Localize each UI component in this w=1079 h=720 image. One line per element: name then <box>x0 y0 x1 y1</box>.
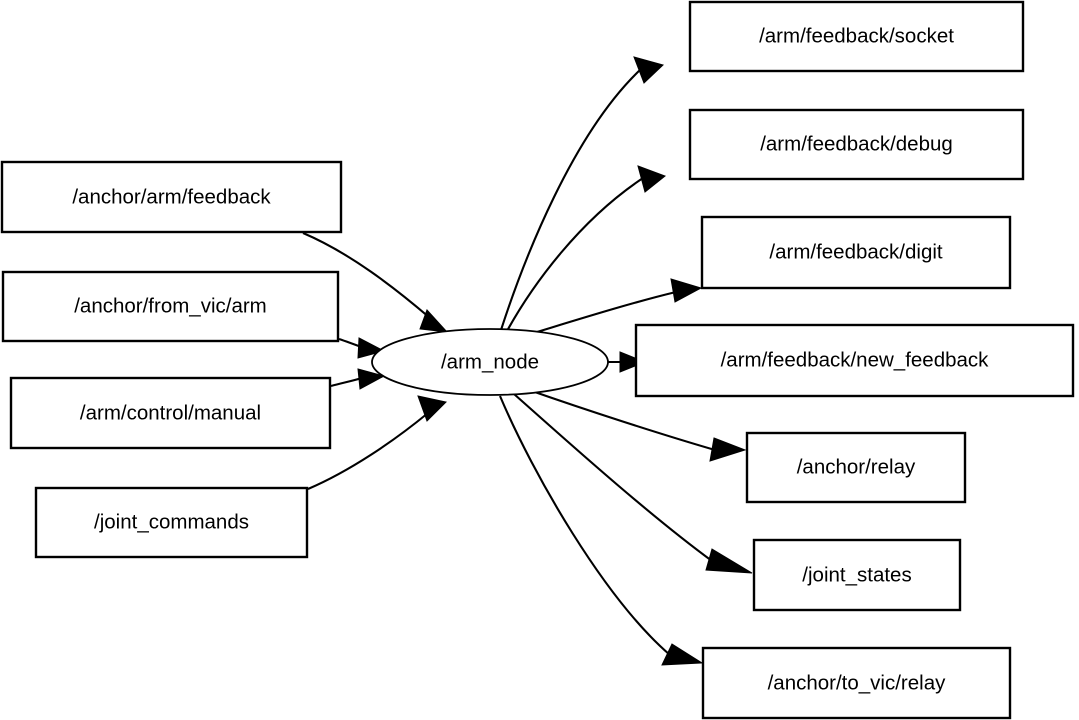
node-ellipse-shape[interactable] <box>371 328 609 396</box>
arrow-head-icon <box>705 548 753 574</box>
topic-box-anchor-arm-feedback[interactable]: /anchor/arm/feedback <box>0 160 343 234</box>
topic-box-label: /joint_states <box>802 563 911 586</box>
topic-box-rect[interactable] <box>34 486 309 559</box>
topic-box-rect[interactable] <box>745 431 967 504</box>
topic-box-label: /arm/feedback/socket <box>759 24 954 47</box>
topic-box-anchor-from-vic-arm[interactable]: /anchor/from_vic/arm <box>1 270 340 343</box>
edge-arm-node-to-arm-feedback-socket <box>500 56 664 331</box>
topic-box-rect[interactable] <box>700 215 1012 290</box>
edge-arm-node-to-arm-feedback-digit <box>526 278 703 337</box>
topic-box-rect[interactable] <box>9 376 332 450</box>
edge-arm-node-to-arm-feedback-new-feedback <box>608 351 647 373</box>
topic-box-rect[interactable] <box>688 108 1025 181</box>
node-label: /arm_node <box>441 350 539 373</box>
published-topic-layer: /arm/feedback/socket /arm/feedback/debug… <box>634 0 1075 720</box>
edge-line <box>330 376 363 388</box>
edge-joint-commands-to-arm-node <box>307 395 448 490</box>
edge-anchor-arm-feedback-to-arm-node <box>302 232 449 333</box>
topic-box-arm-control-manual[interactable]: /arm/control/manual <box>9 376 332 450</box>
edge-line <box>307 412 429 490</box>
arrow-head-icon <box>661 643 704 666</box>
arrow-head-icon <box>357 337 386 359</box>
topic-box-anchor-relay[interactable]: /anchor/relay <box>745 431 967 504</box>
topic-box-label: /anchor/relay <box>797 455 916 478</box>
topic-box-arm-feedback-digit[interactable]: /arm/feedback/digit <box>700 215 1012 290</box>
edge-arm-node-to-joint-states <box>513 393 753 574</box>
topic-box-arm-feedback-new-feedback[interactable]: /arm/feedback/new_feedback <box>634 323 1075 398</box>
topic-box-label: /arm/feedback/new_feedback <box>721 348 990 371</box>
edge-line <box>302 232 431 319</box>
topic-box-joint-commands[interactable]: /joint_commands <box>34 486 309 559</box>
edge-arm-node-to-arm-feedback-debug <box>506 165 667 332</box>
edge-line <box>526 290 677 337</box>
edge-line <box>528 389 716 452</box>
topic-box-joint-states[interactable]: /joint_states <box>752 538 962 612</box>
subscribed-topic-layer: /anchor/arm/feedback /anchor/from_vic/ar… <box>0 160 343 559</box>
topic-box-rect[interactable] <box>1 270 340 343</box>
topic-box-anchor-to-vic-relay[interactable]: /anchor/to_vic/relay <box>701 646 1012 720</box>
topic-box-label: /anchor/to_vic/relay <box>768 671 947 694</box>
arrow-head-icon <box>417 395 448 422</box>
arrow-head-icon <box>670 278 703 303</box>
arrow-head-icon <box>633 56 664 84</box>
topic-box-label: /joint_commands <box>94 510 249 533</box>
node-arm-node[interactable]: /arm_node <box>371 328 609 396</box>
edge-line <box>500 68 642 331</box>
edge-arm-node-to-anchor-relay <box>528 389 747 462</box>
arrow-head-icon <box>637 165 667 193</box>
arrow-head-icon <box>619 351 647 373</box>
topic-box-label: /anchor/from_vic/arm <box>74 294 267 317</box>
edge-layer <box>302 56 753 666</box>
topic-box-rect[interactable] <box>752 538 962 612</box>
topic-box-arm-feedback-socket[interactable]: /arm/feedback/socket <box>688 0 1025 73</box>
topic-box-label: /arm/control/manual <box>80 401 261 424</box>
edge-anchor-from-vic-arm-to-arm-node <box>338 337 386 359</box>
topic-box-rect[interactable] <box>634 323 1075 398</box>
edge-line <box>513 393 713 562</box>
edge-arm-node-to-anchor-to-vic-relay <box>499 395 704 666</box>
arrow-head-icon <box>357 368 386 390</box>
topic-box-arm-feedback-debug[interactable]: /arm/feedback/debug <box>688 108 1025 181</box>
arrow-head-icon <box>419 309 449 333</box>
topic-box-rect[interactable] <box>688 0 1025 73</box>
edge-line <box>506 177 644 332</box>
topic-box-rect[interactable] <box>0 160 343 234</box>
topic-box-rect[interactable] <box>701 646 1012 720</box>
topic-box-label: /arm/feedback/debug <box>760 132 953 155</box>
edge-line <box>499 395 671 656</box>
topic-box-label: /arm/feedback/digit <box>769 240 943 263</box>
edge-arm-control-manual-to-arm-node <box>330 368 386 390</box>
arrow-head-icon <box>709 437 747 462</box>
topic-box-label: /anchor/arm/feedback <box>72 185 271 208</box>
